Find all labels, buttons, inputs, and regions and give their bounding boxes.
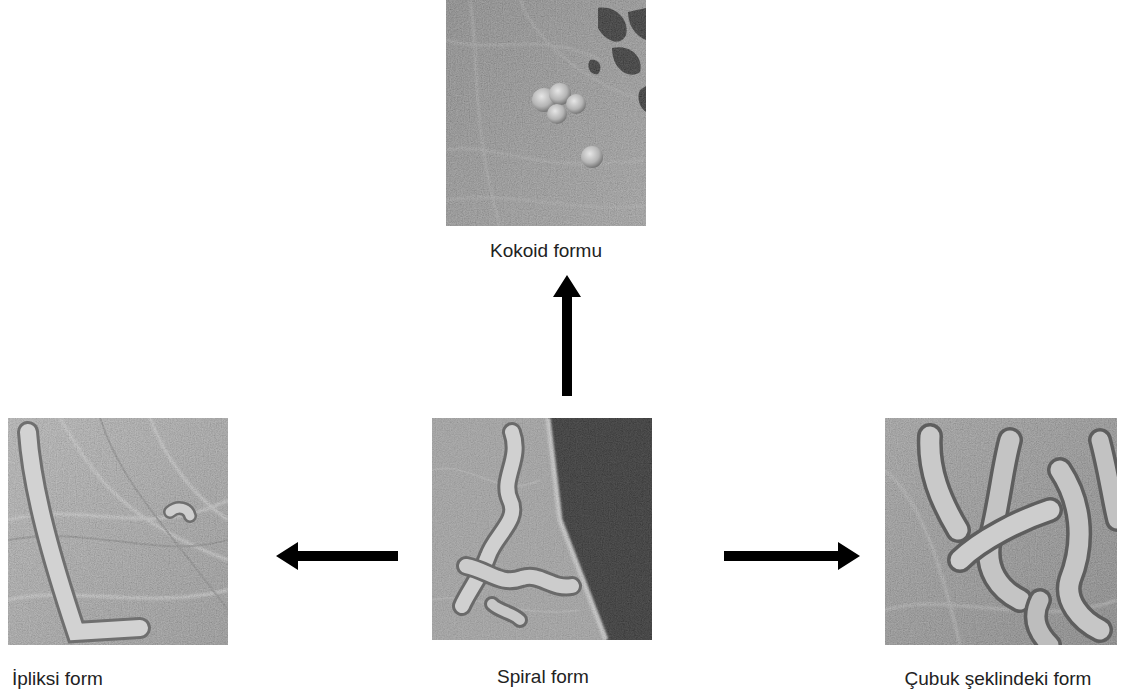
form-caption: Spiral form: [432, 666, 654, 689]
form-caption: Çubuk şeklindeki form: [872, 668, 1124, 691]
micrograph-panel: İpliksi form: [4, 418, 232, 693]
micrograph-panel: Spiral form: [432, 418, 654, 691]
form-caption: İpliksi form: [4, 668, 232, 691]
micrograph-panel: Çubuk şeklindeki form: [872, 418, 1124, 693]
form-caption: Kokoid formu: [436, 240, 656, 263]
transition-arrow: [553, 275, 581, 396]
micrograph-panel: Kokoid formu: [436, 0, 656, 265]
transition-arrow: [276, 542, 398, 570]
transition-arrow: [724, 542, 860, 570]
